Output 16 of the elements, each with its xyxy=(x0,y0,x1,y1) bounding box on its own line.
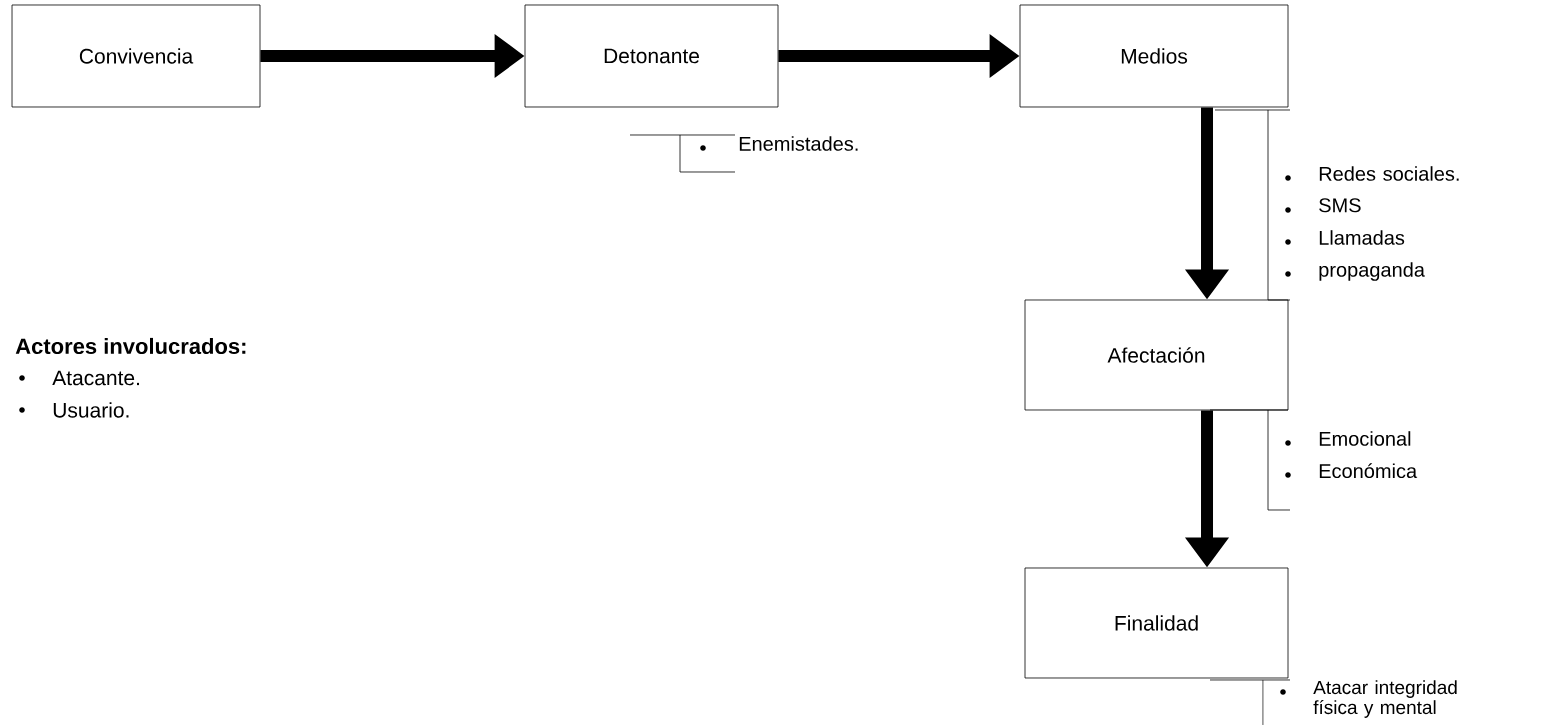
process-box: Detonante xyxy=(524,4,779,108)
process-box: Finalidad xyxy=(1024,567,1289,679)
bullet-text: Económica xyxy=(1319,463,1418,479)
bullet-text: Atacante. xyxy=(52,370,139,386)
bullet-text: Emocional xyxy=(1319,431,1411,446)
bullet-text: Llamadas xyxy=(1319,230,1405,245)
process-box: Convivencia xyxy=(11,4,261,108)
bullet-text: Redes sociales. xyxy=(1319,166,1459,181)
bullet-text: Usuario. xyxy=(53,402,129,418)
bullet-text: propaganda xyxy=(1319,262,1425,281)
bullet-text: SMS xyxy=(1319,198,1361,213)
bullet-text: Enemistades. xyxy=(739,136,858,151)
process-box: Medios xyxy=(1019,4,1289,108)
process-box: Afectación xyxy=(1024,299,1289,411)
heading: Actores involucrados: xyxy=(15,337,246,355)
bullet-text: Atacar integridad física y mental xyxy=(1313,680,1457,718)
